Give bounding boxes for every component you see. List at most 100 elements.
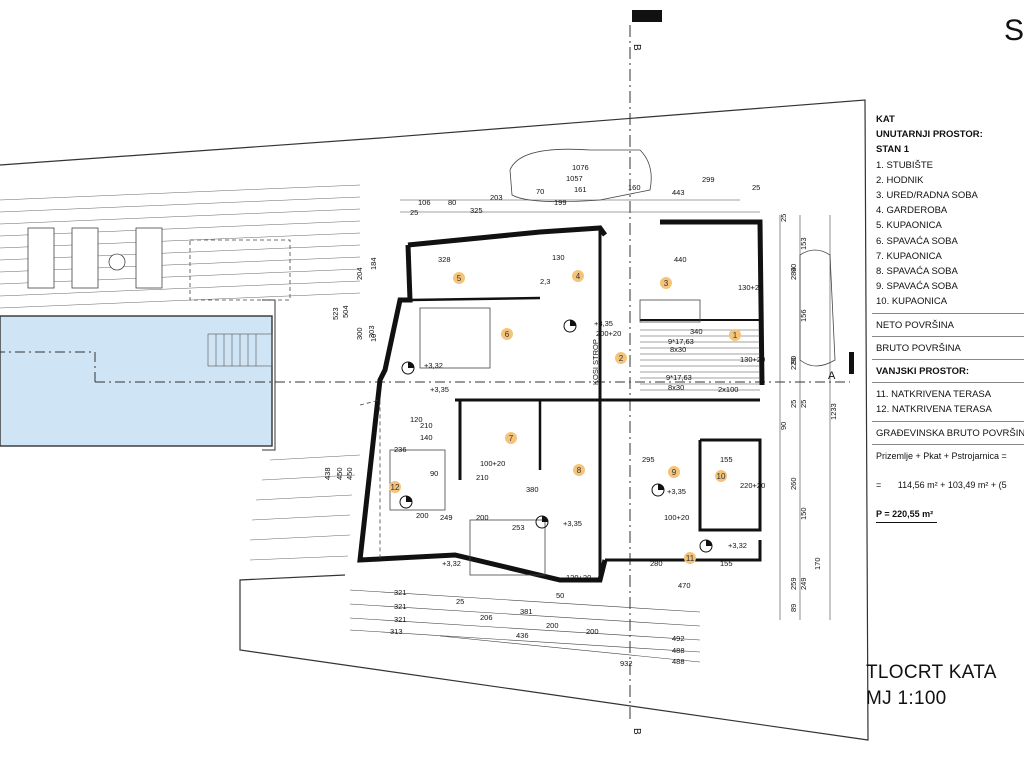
dimension-label: 249 (440, 513, 453, 522)
legend-gross-area: BRUTO POVRŠINA (876, 342, 961, 354)
dimension-label: +3,35 (563, 519, 582, 528)
dimension-label: 9*17,63 (666, 373, 692, 382)
dimension-label: 90 (789, 356, 798, 364)
dimension-label: 200 (416, 511, 429, 520)
dimension-label: 1076 (572, 163, 589, 172)
building-walls (357, 219, 765, 583)
dimension-label: 25 (799, 400, 808, 408)
dimension-label: 380 (526, 485, 539, 494)
dimension-label: 340 (690, 327, 703, 336)
drawing-title-line1: TLOCRT KATA (866, 662, 997, 683)
dimension-label: 199 (554, 198, 567, 207)
dimension-label: 321 (394, 615, 407, 624)
room-number-4: 4 (576, 272, 581, 281)
legend-room: 2. HODNIK (876, 174, 924, 186)
dimension-label: 153 (799, 237, 808, 250)
legend-total-row: P = 220,55 m² (876, 507, 1024, 524)
dimension-label: 253 (512, 523, 525, 532)
dimension-label: 325 (470, 206, 483, 215)
dimension-label: 200 (546, 621, 559, 630)
room-badge-4 (572, 270, 584, 282)
legend-divider (872, 312, 1024, 314)
dimension-label: 210 (476, 473, 489, 482)
dimension-label: 90 (430, 469, 438, 478)
dimension-label: 443 (672, 188, 685, 197)
dimension-label: 155 (720, 455, 733, 464)
dimension-label: 220+20 (740, 481, 765, 490)
legend-interior-heading: UNUTARNJI PROSTOR: (876, 129, 983, 141)
beds (389, 299, 701, 576)
dimension-label: 236 (394, 445, 407, 454)
dimension-label: 313 (390, 627, 403, 636)
dimension-label: 1057 (566, 174, 583, 183)
dimension-label: 381 (520, 607, 533, 616)
dimension-label: 204 (355, 267, 364, 280)
dimension-label: 932 (620, 659, 633, 668)
dimension-label: 184 (369, 257, 378, 270)
legend-divider (872, 359, 1024, 361)
dimension-label: 90 (779, 422, 788, 430)
dimension-label: 260 (789, 477, 798, 490)
legend-building-gross: GRAĐEVINSKA BRUTO POVRŠINA (876, 427, 1024, 439)
dimension-label: 249 (799, 577, 808, 590)
room-badge-10 (715, 470, 727, 482)
legend-exterior-room: 11. NATKRIVENA TERASA (876, 389, 992, 401)
left-terrace-hatching (0, 184, 361, 561)
dimension-label: 70 (536, 187, 544, 196)
dimension-label: 130+20 (738, 283, 763, 292)
legend-formula-label: Prizemlje + Pkat + Pstrojarnica = (876, 450, 1007, 461)
dimension-label: 120+20 (566, 573, 591, 582)
dimension-label: 321 (394, 602, 407, 611)
legend-unit: STAN 1 (876, 144, 910, 156)
stair-label: KOSI STROP (591, 339, 600, 385)
dimension-label: 299 (702, 175, 715, 184)
legend-room: 10. KUPAONICA (876, 296, 948, 308)
level-markers (399, 319, 713, 553)
corner-letter: S (1004, 14, 1024, 47)
room-number-7: 7 (509, 434, 514, 443)
dimension-label: 80 (448, 198, 456, 207)
room-number-2: 2 (619, 354, 624, 363)
room-number-6: 6 (505, 330, 510, 339)
dimension-label: 2x100 (718, 385, 738, 394)
legend-room: 4. GARDEROBA (876, 205, 948, 217)
dimension-label: 161 (574, 185, 587, 194)
dimension-label: 280 (650, 559, 663, 568)
room-badge-12 (389, 481, 401, 493)
room-badge-8 (573, 464, 585, 476)
dimension-label: 155 (720, 559, 733, 568)
dimension-label: +3,32 (424, 361, 443, 370)
room-badge-7 (505, 432, 517, 444)
section-a-right: A (828, 370, 836, 382)
room-number-1: 1 (733, 331, 738, 340)
dimension-label: 436 (516, 631, 529, 640)
dimension-label: 89 (789, 604, 798, 612)
dimension-label: 300 (355, 327, 364, 340)
dimension-lines (349, 199, 831, 663)
room-badge-5 (453, 272, 465, 284)
legend-room: 1. STUBIŠTE (876, 159, 934, 171)
dimension-label: 10 (369, 334, 378, 342)
pool-steps (207, 333, 273, 367)
dimension-label: 492 (672, 634, 685, 643)
legend-exterior-room: 12. NATKRIVENA TERASA (876, 404, 992, 416)
room-badge-2 (615, 352, 627, 364)
legend-room: 9. SPAVAĆA SOBA (876, 281, 958, 293)
room-number-3: 3 (664, 279, 669, 288)
dimension-label: +3,35 (667, 487, 686, 496)
dimension-label: 140 (420, 433, 433, 442)
dimension-label: 1233 (829, 403, 838, 420)
room-badge-1 (729, 329, 741, 341)
terrace-outline (359, 399, 381, 560)
dimension-label: 100+20 (664, 513, 689, 522)
dimension-label: 106 (418, 198, 431, 207)
dimension-label: 200 (476, 513, 489, 522)
dimension-label: 438 (323, 467, 332, 480)
dimension-label: 295 (642, 455, 655, 464)
room-number-8: 8 (577, 466, 582, 475)
legend-net-area: NETO POVRŠINA (876, 319, 954, 331)
legend-formula-eq: = (876, 480, 882, 491)
